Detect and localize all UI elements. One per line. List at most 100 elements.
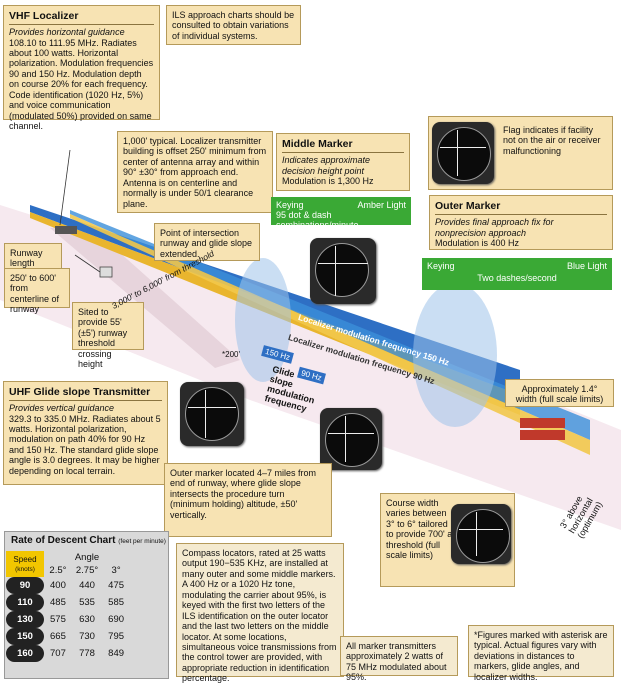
speed-cell: 150 (6, 628, 44, 645)
compass-locators-box: Compass locators, rated at 25 watts outp… (176, 543, 344, 683)
crossing-box: Sited to provide 55' (±5') runway thresh… (72, 302, 144, 369)
rate-cell: 690 (108, 614, 125, 625)
glide-slope-box: UHF Glide slope Transmitter Provides ver… (3, 381, 168, 485)
rate-cell: 475 (108, 580, 125, 591)
rate-row: 90 400 440 475 (6, 577, 130, 594)
outer-marker-light: Blue Light (566, 261, 607, 271)
offset-box: 250' to 600' from centerline of runway (4, 268, 70, 314)
speed-cell: 160 (6, 645, 44, 662)
middle-marker-body: Modulation is 1,300 Hz (282, 176, 374, 187)
gs-instrument (180, 382, 244, 446)
rate-cell: 630 (79, 614, 95, 625)
knots-label: (knots) (15, 566, 35, 573)
angle-1: 2.75° (75, 565, 99, 576)
rate-row: 130 575 630 690 (6, 611, 130, 628)
outer-marker-keying-label: Keying (427, 261, 455, 271)
width-box: Approximately 1.4° width (full scale lim… (505, 379, 614, 407)
speed-label: Speed (13, 555, 37, 564)
offset-text: 250' to 600' from centerline of runway (10, 273, 60, 315)
glide-slope-building (99, 266, 113, 278)
rate-row: 150 665 730 795 (6, 628, 130, 645)
compass-locators-text: Compass locators, rated at 25 watts outp… (182, 548, 337, 684)
rate-cell: 730 (79, 631, 95, 642)
leader-gs (74, 254, 101, 273)
vhf-localizer-box: VHF Localizer Provides horizontal guidan… (3, 5, 160, 131)
middle-marker-title: Middle Marker (282, 138, 404, 154)
middle-marker-box: Middle Marker Indicates approximate deci… (276, 133, 410, 191)
middle-marker-keying-label: Keying (276, 200, 304, 210)
middle-instrument (310, 238, 376, 304)
middle-marker-keying: Keying Amber Light 95 dot & dash combina… (271, 197, 411, 230)
outer-marker-keying: Keying Blue Light Two dashes/second (422, 258, 612, 290)
middle-marker-light: Amber Light (357, 200, 406, 210)
rate-cell: 585 (108, 597, 125, 608)
rate-row: 160 707 778 849 (6, 645, 130, 662)
speed-cell: 130 (6, 611, 44, 628)
ils-note-text: ILS approach charts should be consulted … (172, 10, 295, 41)
rate-row: 110 485 535 585 (6, 594, 130, 611)
course-width-text: Course width varies between 3° to 6° tai… (386, 498, 455, 561)
flag-note-box: Flag indicates if facility not on the ai… (428, 116, 613, 190)
rate-table: Speed (knots) Angle 2.5° 2.75° 3° 90 400 440… (6, 551, 130, 662)
rate-cell: 665 (50, 631, 66, 642)
course-width-box: Course width varies between 3° to 6° tai… (380, 493, 515, 587)
intersection-text: Point of intersection runway and glide s… (160, 228, 253, 259)
rate-cell: 535 (79, 597, 95, 608)
vhf-localizer-subtitle: Provides horizontal guidance (9, 27, 125, 38)
flag-instrument (432, 122, 494, 184)
middle-marker-cone (235, 258, 291, 382)
glide-slope-body: 329.3 to 335.0 MHz. Radiates about 5 wat… (9, 413, 161, 476)
localizer-antenna (55, 226, 77, 234)
end-marker-1 (520, 418, 565, 428)
width-text: Approximately 1.4° width (full scale lim… (515, 384, 604, 405)
outer-instrument (320, 408, 382, 470)
rate-cell: 707 (50, 648, 66, 659)
crossing-text: Sited to provide 55' (±5') runway thresh… (78, 307, 128, 370)
outer-marker-box: Outer Marker Provides final approach fix… (429, 195, 613, 250)
outer-marker-keying-text: Two dashes/second (477, 273, 557, 283)
localizer-building-box: 1,000' typical. Localizer transmitter bu… (117, 131, 273, 213)
speed-cell: 90 (6, 577, 44, 594)
rate-cell: 778 (79, 648, 95, 659)
angle-0: 2.5° (49, 565, 67, 576)
marker-transmitters-text: All marker transmitters approximately 2 … (346, 641, 447, 683)
rate-cell: 400 (50, 580, 66, 591)
end-marker-2 (520, 430, 565, 440)
middle-marker-keying-text: 95 dot & dash combinations/minute (276, 210, 359, 230)
outer-marker-title: Outer Marker (435, 200, 607, 216)
speed-header: Speed (knots) (6, 551, 44, 577)
rate-cell: 440 (79, 580, 95, 591)
rate-cell: 575 (50, 614, 66, 625)
localizer-building-text: 1,000' typical. Localizer transmitter bu… (123, 136, 267, 209)
middle-marker-subtitle: Indicates approximate decision height po… (282, 155, 371, 176)
rate-cell: 849 (108, 648, 125, 659)
outer-location-box: Outer marker located 4–7 miles from end … (164, 463, 332, 537)
rate-chart-title-text: Rate of Descent Chart (11, 535, 116, 546)
angle-header: Angle (74, 552, 100, 563)
angles-row: 2.5° 2.75° 3° (6, 564, 130, 577)
runway-length-box: Runway length 7,000' (typical) (4, 243, 62, 289)
asterisk-box: *Figures marked with asterisk are typica… (468, 625, 614, 682)
marker-transmitters-box: All marker transmitters approximately 2 … (340, 636, 458, 682)
rate-chart-title: Rate of Descent Chart (feet per minute) (11, 535, 166, 546)
course-instrument (451, 504, 511, 564)
flag-note-text: Flag indicates if facility not on the ai… (503, 125, 601, 156)
leader-localizer (59, 149, 71, 226)
asterisk-text: *Figures marked with asterisk are typica… (474, 630, 608, 682)
glide-slope-title: UHF Glide slope Transmitter (9, 386, 162, 402)
glide-slope-subtitle: Provides vertical guidance (9, 403, 115, 414)
rate-body: 90 400 440 475 110 485 535 585 130 575 630 690 150 66… (6, 577, 130, 662)
outer-marker-subtitle: Provides final approach fix for nonpreci… (435, 217, 554, 238)
dist-200-label: *200' (222, 350, 240, 359)
angle-2: 3° (111, 565, 121, 576)
vhf-localizer-title: VHF Localizer (9, 10, 154, 26)
outer-marker-cone (413, 283, 497, 427)
intersection-box: Point of intersection runway and glide s… (154, 223, 260, 261)
outer-location-text: Outer marker located 4–7 miles from end … (170, 468, 317, 520)
vhf-localizer-body: 108.10 to 111.95 MHz. Radiates about 100… (9, 37, 154, 132)
rate-cell: 485 (50, 597, 66, 608)
runway (50, 226, 240, 368)
speed-cell: 110 (6, 594, 44, 611)
rate-cell: 795 (108, 631, 125, 642)
